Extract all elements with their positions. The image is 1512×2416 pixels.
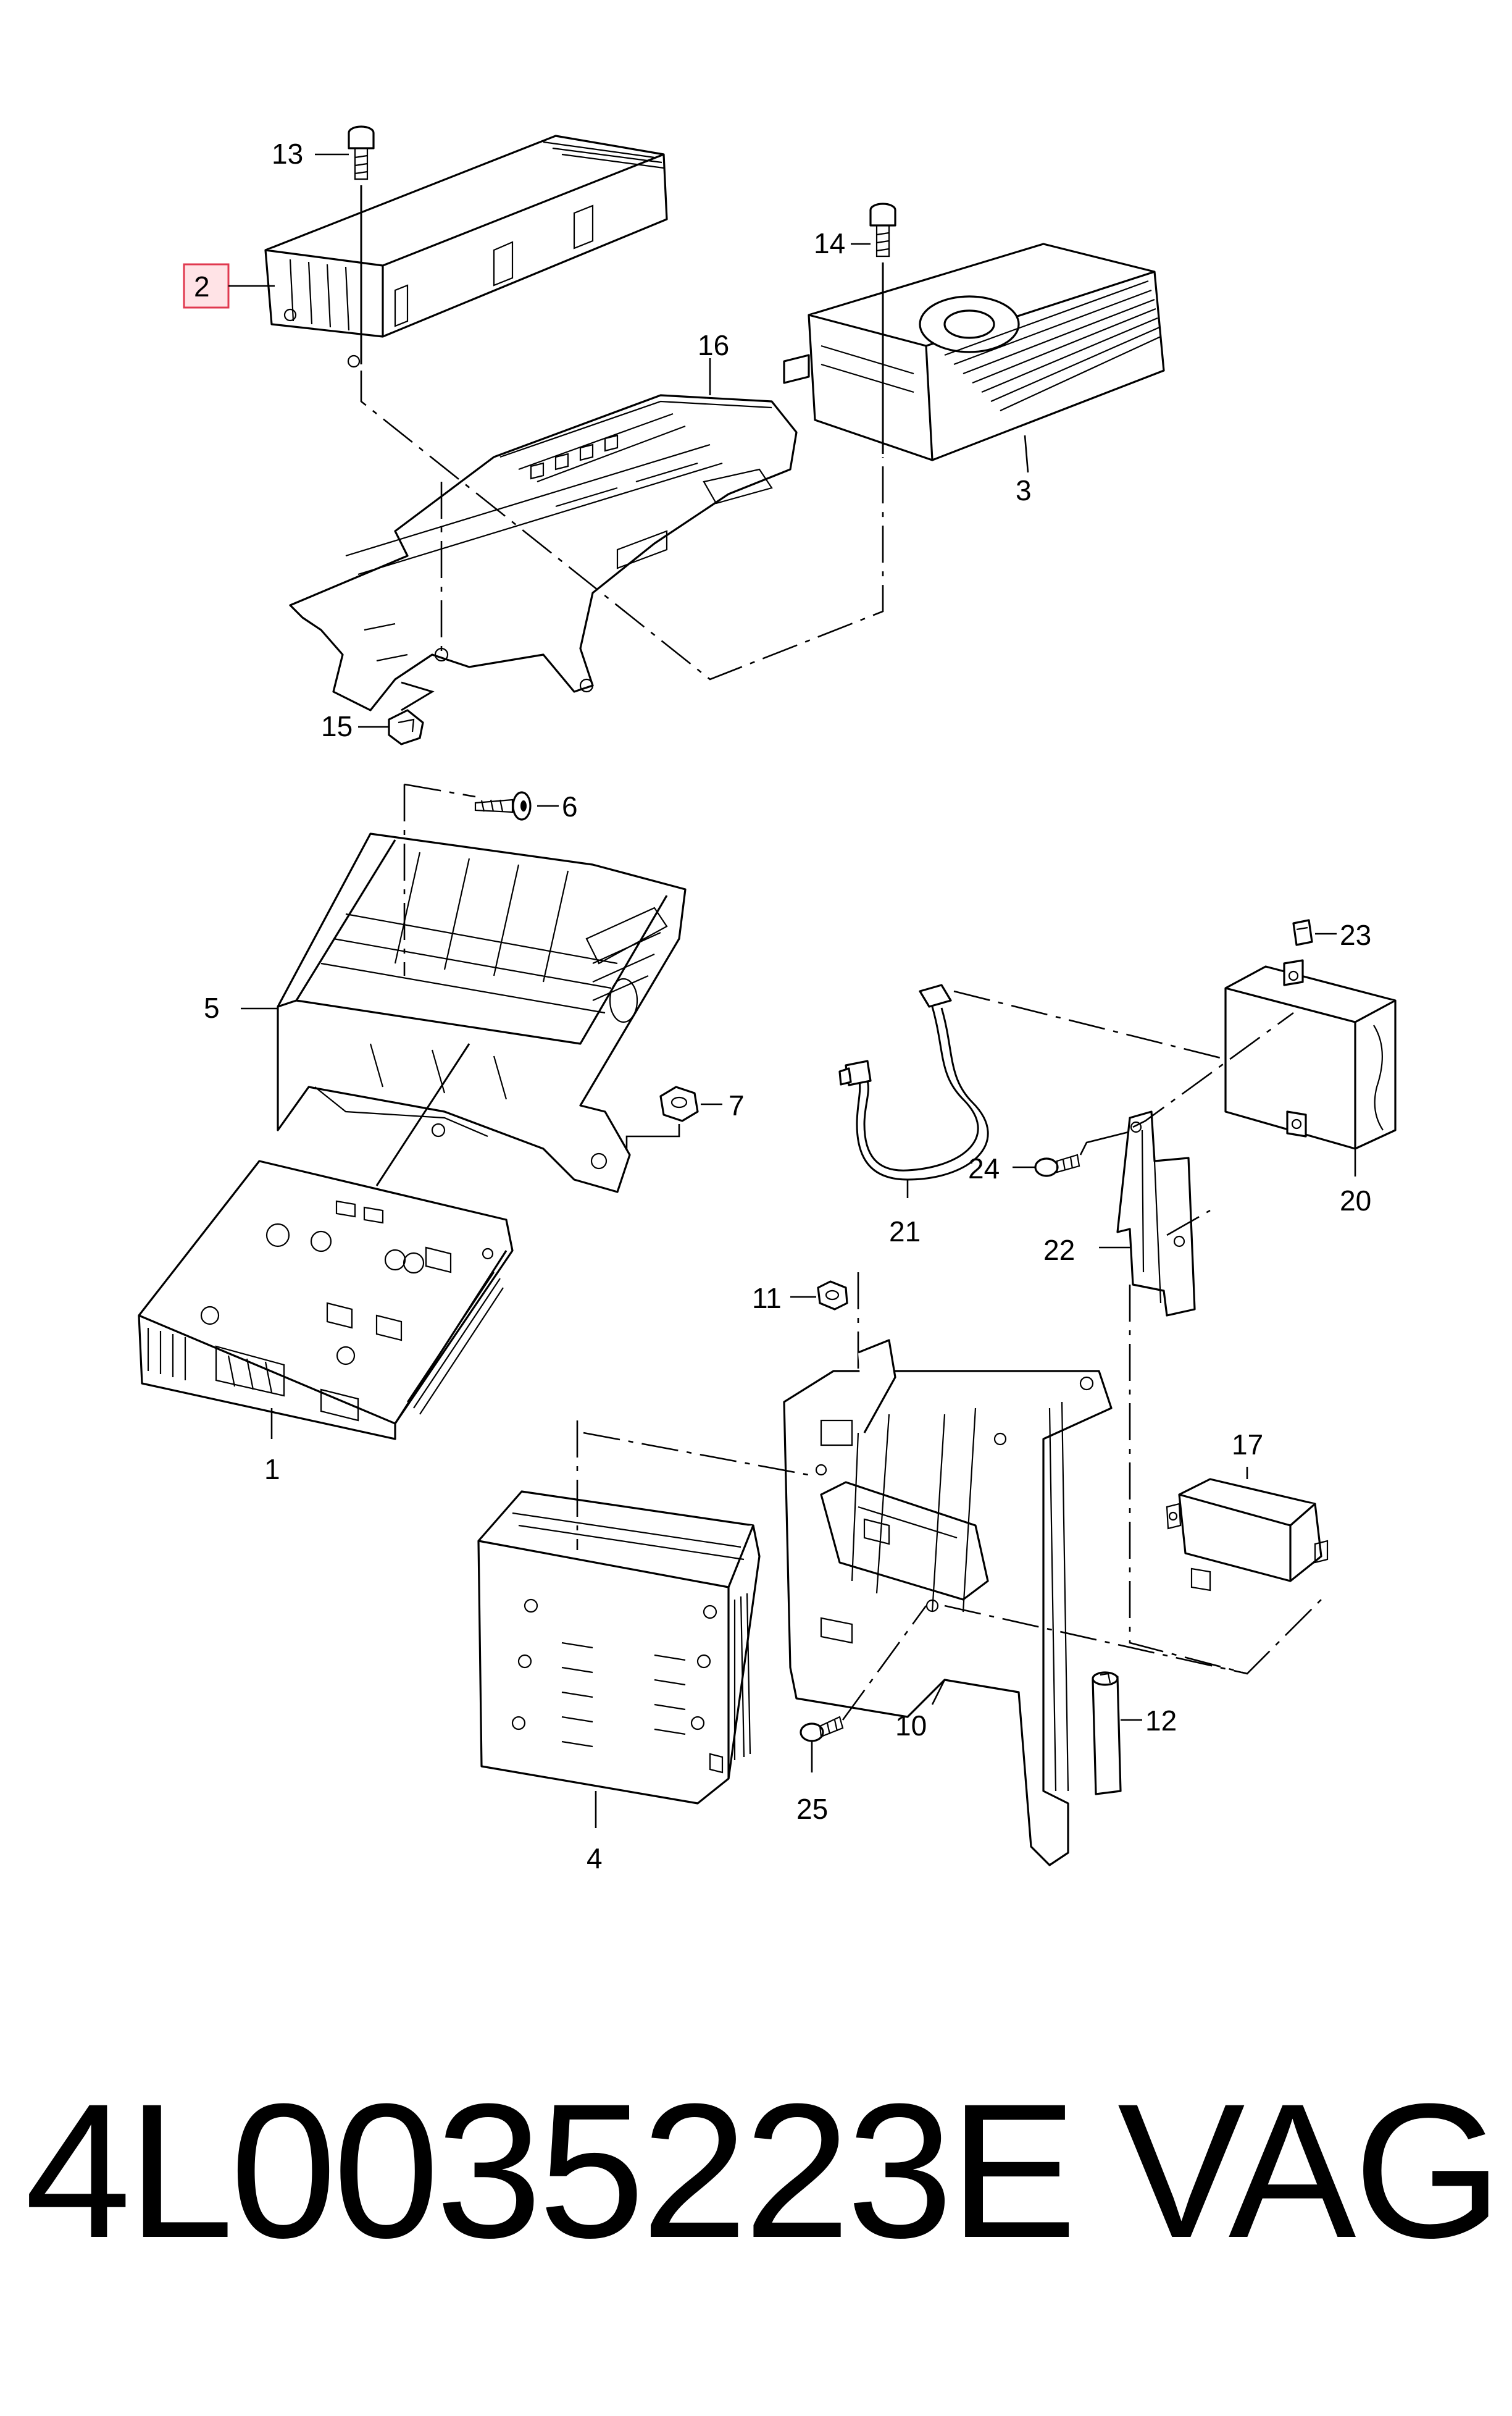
module-part-17 — [1166, 1478, 1329, 1592]
amplifier-part-2 — [264, 135, 668, 368]
screw-part-24 — [1034, 1154, 1080, 1177]
callout-20: 20 — [1340, 1185, 1371, 1217]
module-part-20 — [1224, 959, 1397, 1150]
screw-part-6 — [474, 791, 532, 821]
callout-10: 10 — [895, 1709, 927, 1742]
bracket-part-10 — [783, 1339, 1113, 1866]
callout-7: 7 — [729, 1089, 745, 1122]
screw-part-25 — [800, 1716, 844, 1742]
callout-25: 25 — [796, 1793, 828, 1825]
mounting-frame-part-5 — [277, 833, 687, 1193]
callout-16: 16 — [698, 329, 729, 361]
nut-part-7 — [659, 1086, 699, 1122]
clip-nut-part-15 — [388, 709, 424, 745]
mounting-bracket-part-16 — [289, 394, 798, 711]
callout-21: 21 — [889, 1215, 921, 1248]
callout-11: 11 — [752, 1282, 782, 1314]
part-number: 4L0035223E — [25, 2063, 1077, 2278]
callout-24: 24 — [968, 1152, 1000, 1185]
callout-4: 4 — [587, 1842, 603, 1874]
callout-14: 14 — [814, 227, 845, 259]
bolt-part-14 — [869, 203, 896, 258]
bolt-part-13 — [348, 125, 375, 180]
callout-12: 12 — [1145, 1705, 1177, 1737]
callout-2: 2 — [194, 271, 210, 303]
control-module-part-3 — [783, 243, 1165, 461]
receiver-unit-part-1 — [138, 1160, 514, 1440]
callout-3: 3 — [1016, 474, 1032, 506]
callout-1: 1 — [264, 1453, 280, 1485]
callout-2-highlight — [183, 263, 230, 309]
bracket-part-22 — [1116, 1110, 1196, 1317]
clip-part-23 — [1292, 919, 1313, 946]
callout-13: 13 — [272, 138, 303, 170]
callout-22: 22 — [1043, 1234, 1075, 1266]
antenna-cable-part-21 — [838, 984, 989, 1181]
navigation-unit-part-4 — [477, 1490, 761, 1805]
nut-part-11 — [817, 1280, 848, 1311]
callout-5: 5 — [204, 992, 220, 1024]
brand-label: VAG — [1117, 2063, 1503, 2278]
callout-23: 23 — [1340, 919, 1371, 951]
callout-15: 15 — [321, 710, 353, 742]
callout-6: 6 — [562, 791, 578, 823]
callout-17: 17 — [1232, 1428, 1263, 1461]
tube-part-12 — [1092, 1671, 1122, 1795]
